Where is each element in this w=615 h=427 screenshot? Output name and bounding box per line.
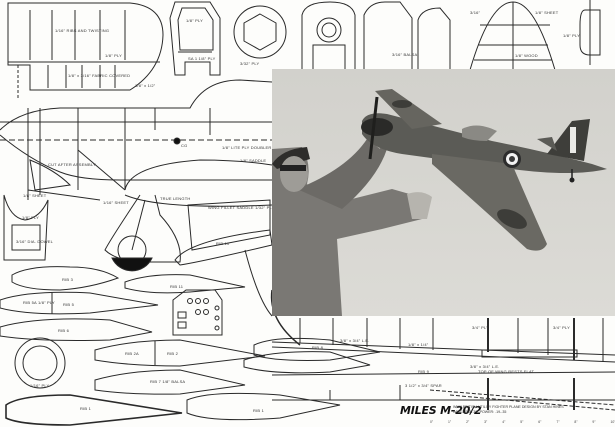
label-true-length: TRUE LENGTH: [160, 196, 191, 201]
wing-fillet-drawing: [174, 199, 273, 266]
plan-subtitle-line2: WINGSPAN 38" POWER: .19-.35: [453, 409, 507, 414]
plan-title: MILES M-20/2: [400, 404, 482, 417]
label-canopy-sheet: 1/8" SHEET: [535, 10, 559, 15]
label-former-ply-b: 1/8" PLY: [22, 215, 39, 220]
scale-mark: 3": [484, 420, 503, 424]
label-rib-1: RIB 1: [80, 406, 92, 411]
label-wing-fillet: WING FILLET SADDLE 1/32" PLY: [208, 205, 275, 210]
label-rib-9: RIB 9: [418, 369, 430, 374]
label-rib-1b: RIB 1: [253, 408, 265, 413]
tail-fin-drawing: [7, 2, 164, 100]
label-former-ply: 1/8" PLY: [186, 18, 203, 23]
label-cut-after: CUT AFTER ASSEMBLY: [48, 162, 96, 167]
scale-mark: 2": [466, 420, 485, 424]
label-sheet-b: 1/16" SHEET: [103, 200, 129, 205]
label-top-flat: TOP OF WING RESTS FLAT: [478, 369, 535, 374]
label-rudder-ply: 1/8" PLY: [105, 53, 122, 58]
label-rib-10: RIB 10: [216, 241, 230, 246]
label-rib-3: RIB 3: [62, 277, 74, 282]
label-le-c: 3/8" x 3/4" L.E.: [470, 364, 500, 369]
label-saddle: 1/8" SADDLE: [240, 158, 267, 163]
plan-subtitle: WWII BRITISH UTILITY FIGHTER PLANE DESIG…: [453, 405, 564, 414]
scale-mark: 6": [538, 420, 557, 424]
model-plane-photo: [272, 69, 615, 316]
label-rib-7: RIB 7 1/8" BALSA: [150, 379, 186, 384]
label-canopy-wood: 1/8" WOOD: [515, 53, 538, 58]
scale-mark: 5": [520, 420, 539, 424]
label-spar: 3 1/2" x 3/4" SPAR: [405, 383, 442, 388]
cowl-former-drawing: [3, 194, 49, 261]
hex-former-drawing: [233, 5, 287, 59]
label-rib-6: RIB 6: [58, 328, 70, 333]
photo-scene: [272, 69, 615, 316]
label-canopy-top: 3/16": [470, 10, 481, 15]
scale-bar: 0" 1" 2" 3" 4" 5" 6" 7" 8" 9" 10" 11" 12…: [430, 420, 615, 424]
scale-mark: 8": [574, 420, 593, 424]
label-ply-right-a: 3/4" PLY: [472, 325, 489, 330]
label-doubler: 1/8" LITE PLY DOUBLER FROM 2 TO 5: [222, 145, 300, 150]
scale-mark: 1": [448, 420, 467, 424]
label-elevator-fabric: 1/8" x 3/16" FABRIC COVERED: [68, 73, 131, 78]
label-rib-2: RIB 2: [167, 351, 179, 356]
instrument-panel-drawing: [172, 289, 223, 336]
scale-mark: 4": [502, 420, 521, 424]
label-le-a: 3/8" x 3/4" L.E.: [340, 338, 370, 343]
landing-gear-drawing: [104, 194, 181, 272]
scale-mark: 10": [610, 420, 615, 424]
label-cowl-ply: 1/16" PLY: [30, 383, 50, 388]
label-rib-11: RIB 11: [170, 284, 184, 289]
label-rudder-ribs: 1/16" RIBS AND TWISTING: [55, 28, 110, 33]
label-sheet-a: 1/8" SHEET: [23, 193, 47, 198]
scale-mark: 7": [556, 420, 575, 424]
label-ply-right-b: 3/4" PLY: [553, 325, 570, 330]
label-rib-5a: RIB 5A 1/8" PLY: [23, 300, 55, 305]
label-rib-8: RIB 8: [312, 345, 324, 350]
label-balsa: 3/16" BALSA: [392, 52, 418, 57]
label-le-b: 1/8" x 1/4": [408, 342, 429, 347]
wing-plan-drawing: [244, 249, 615, 411]
label-ply-side: 1/8" PLY: [563, 33, 580, 38]
label-rib-2a: RIB 2A: [125, 351, 139, 356]
fuselage-side-drawing: [0, 79, 273, 207]
scale-mark: 9": [592, 420, 611, 424]
label-dia-dowel: 3/16" DIA. DOWEL: [16, 239, 54, 244]
label-cg: CG: [181, 143, 188, 148]
model-plane: [361, 89, 607, 251]
former-drawing: [169, 1, 221, 76]
plan-subtitle-line1: WWII BRITISH UTILITY FIGHTER PLANE DESIG…: [453, 405, 564, 409]
label-elevator-edge: 1/8" x 1/2": [135, 83, 156, 88]
label-former-sa: SA 1 1/8" PLY: [188, 56, 216, 61]
ribs-drawing: [0, 266, 381, 426]
label-hex-ply: 3/32" PLY: [240, 61, 260, 66]
label-rib-5: RIB 5: [63, 302, 75, 307]
scale-mark: 0": [430, 420, 449, 424]
